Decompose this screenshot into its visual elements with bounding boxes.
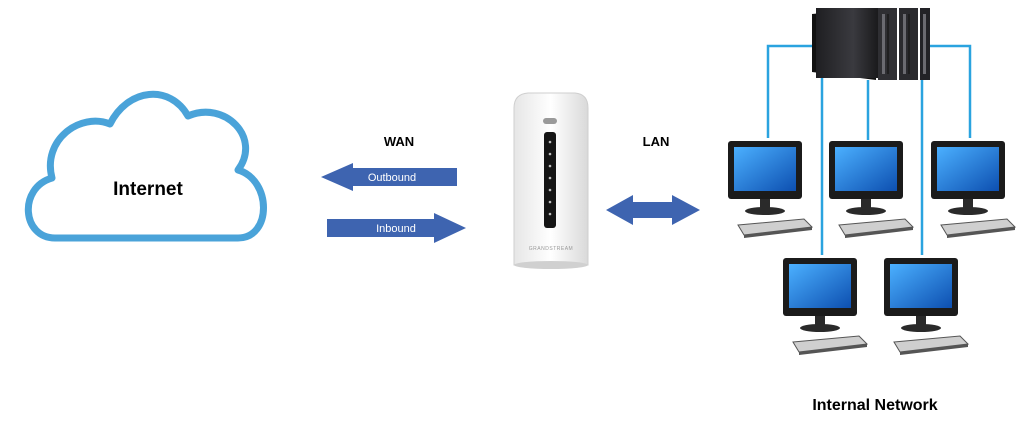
inbound-label: Inbound xyxy=(376,223,416,235)
router-led-indicators xyxy=(548,140,552,216)
router-brand: GRANDSTREAM xyxy=(529,246,573,252)
computer-bottom-right xyxy=(884,258,970,355)
lan-label: LAN xyxy=(643,134,670,149)
computer-top-right xyxy=(931,141,1017,238)
internet-label: Internet xyxy=(113,179,183,200)
router-led-panel xyxy=(544,132,556,228)
cloud-icon xyxy=(24,90,267,242)
computer-top-left xyxy=(728,141,814,238)
outbound-arrow: Outbound xyxy=(321,163,457,191)
lan-bidirectional-arrow xyxy=(606,195,700,225)
computer-bottom-left xyxy=(783,258,869,355)
network-lines xyxy=(766,44,972,255)
outbound-label: Outbound xyxy=(368,172,416,184)
internal-network-label: Internal Network xyxy=(812,397,937,414)
router-logo-icon xyxy=(543,118,557,124)
router-device: GRANDSTREAM xyxy=(513,92,589,269)
wan-label: WAN xyxy=(384,134,414,149)
server-icon xyxy=(812,8,930,80)
computer-top-middle xyxy=(829,141,915,238)
internet-cloud: Internet xyxy=(24,90,267,242)
inbound-arrow: Inbound xyxy=(327,213,466,243)
